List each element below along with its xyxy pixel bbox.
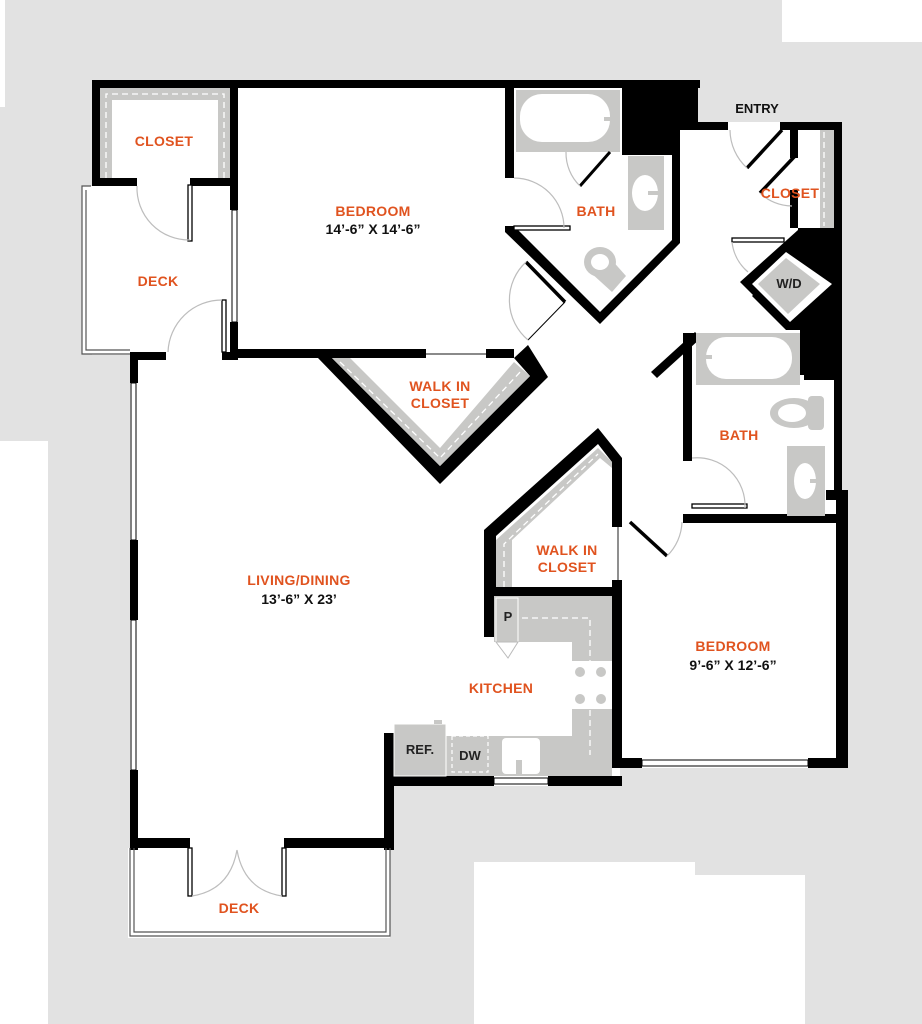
refrigerator <box>393 723 447 777</box>
refrigerator-label: REF. <box>406 742 434 757</box>
door <box>513 225 571 231</box>
closet-label: CLOSET <box>135 133 194 149</box>
living-dining-dimensions: 13’-6” X 23’ <box>261 591 337 607</box>
kitchen-counters <box>393 596 612 777</box>
deck-railings <box>81 185 391 937</box>
living-dining-label: LIVING/DINING <box>247 572 350 588</box>
entry-closet-label: CLOSET <box>761 185 820 201</box>
building-floor <box>82 80 848 938</box>
bath-2-label: BATH <box>719 427 758 443</box>
room-labels: ENTRY CLOSET DECK BEDROOM 14’-6” X 14’-6… <box>135 101 820 916</box>
kitchen-label: KITCHEN <box>469 680 533 696</box>
walk-in-closet-label-line2: CLOSET <box>411 395 470 411</box>
toilet-icon <box>770 396 824 430</box>
walk-in-closet-2-label-line2: CLOSET <box>538 559 597 575</box>
toilet-icon <box>584 247 626 292</box>
door <box>187 184 193 242</box>
windows <box>130 209 809 785</box>
bath-2-fixtures <box>696 333 825 516</box>
cooktop-icon <box>568 661 612 709</box>
walk-in-closet-2-label-line1: WALK IN <box>536 542 597 558</box>
sink-icon <box>502 738 540 774</box>
dishwasher-label: DW <box>459 748 481 763</box>
walk-in-closet-1-shelving <box>332 358 530 466</box>
bath-label: BATH <box>576 203 615 219</box>
south-deck-label: DECK <box>219 900 260 916</box>
walk-in-closet-label-line1: WALK IN <box>409 378 470 394</box>
door <box>221 299 227 353</box>
bedroom-2-label: BEDROOM <box>695 638 770 654</box>
deck-label: DECK <box>138 273 179 289</box>
bedroom-dimensions: 14’-6” X 14’-6” <box>326 221 421 237</box>
dishwasher <box>451 735 489 773</box>
doors <box>136 128 797 897</box>
pantry-label: P <box>504 609 513 624</box>
bedroom-2-dimensions: 9’-6” X 12’-6” <box>689 657 776 673</box>
closet-shelving <box>100 88 230 178</box>
bedroom-label: BEDROOM <box>335 203 410 219</box>
walk-in-closet-2-shelving <box>496 448 612 587</box>
entry-label: ENTRY <box>735 101 779 116</box>
washer-dryer <box>752 252 832 322</box>
washer-dryer-label: W/D <box>776 276 801 291</box>
bath-1-fixtures <box>516 90 664 292</box>
entry-closet-shelving <box>820 130 834 228</box>
